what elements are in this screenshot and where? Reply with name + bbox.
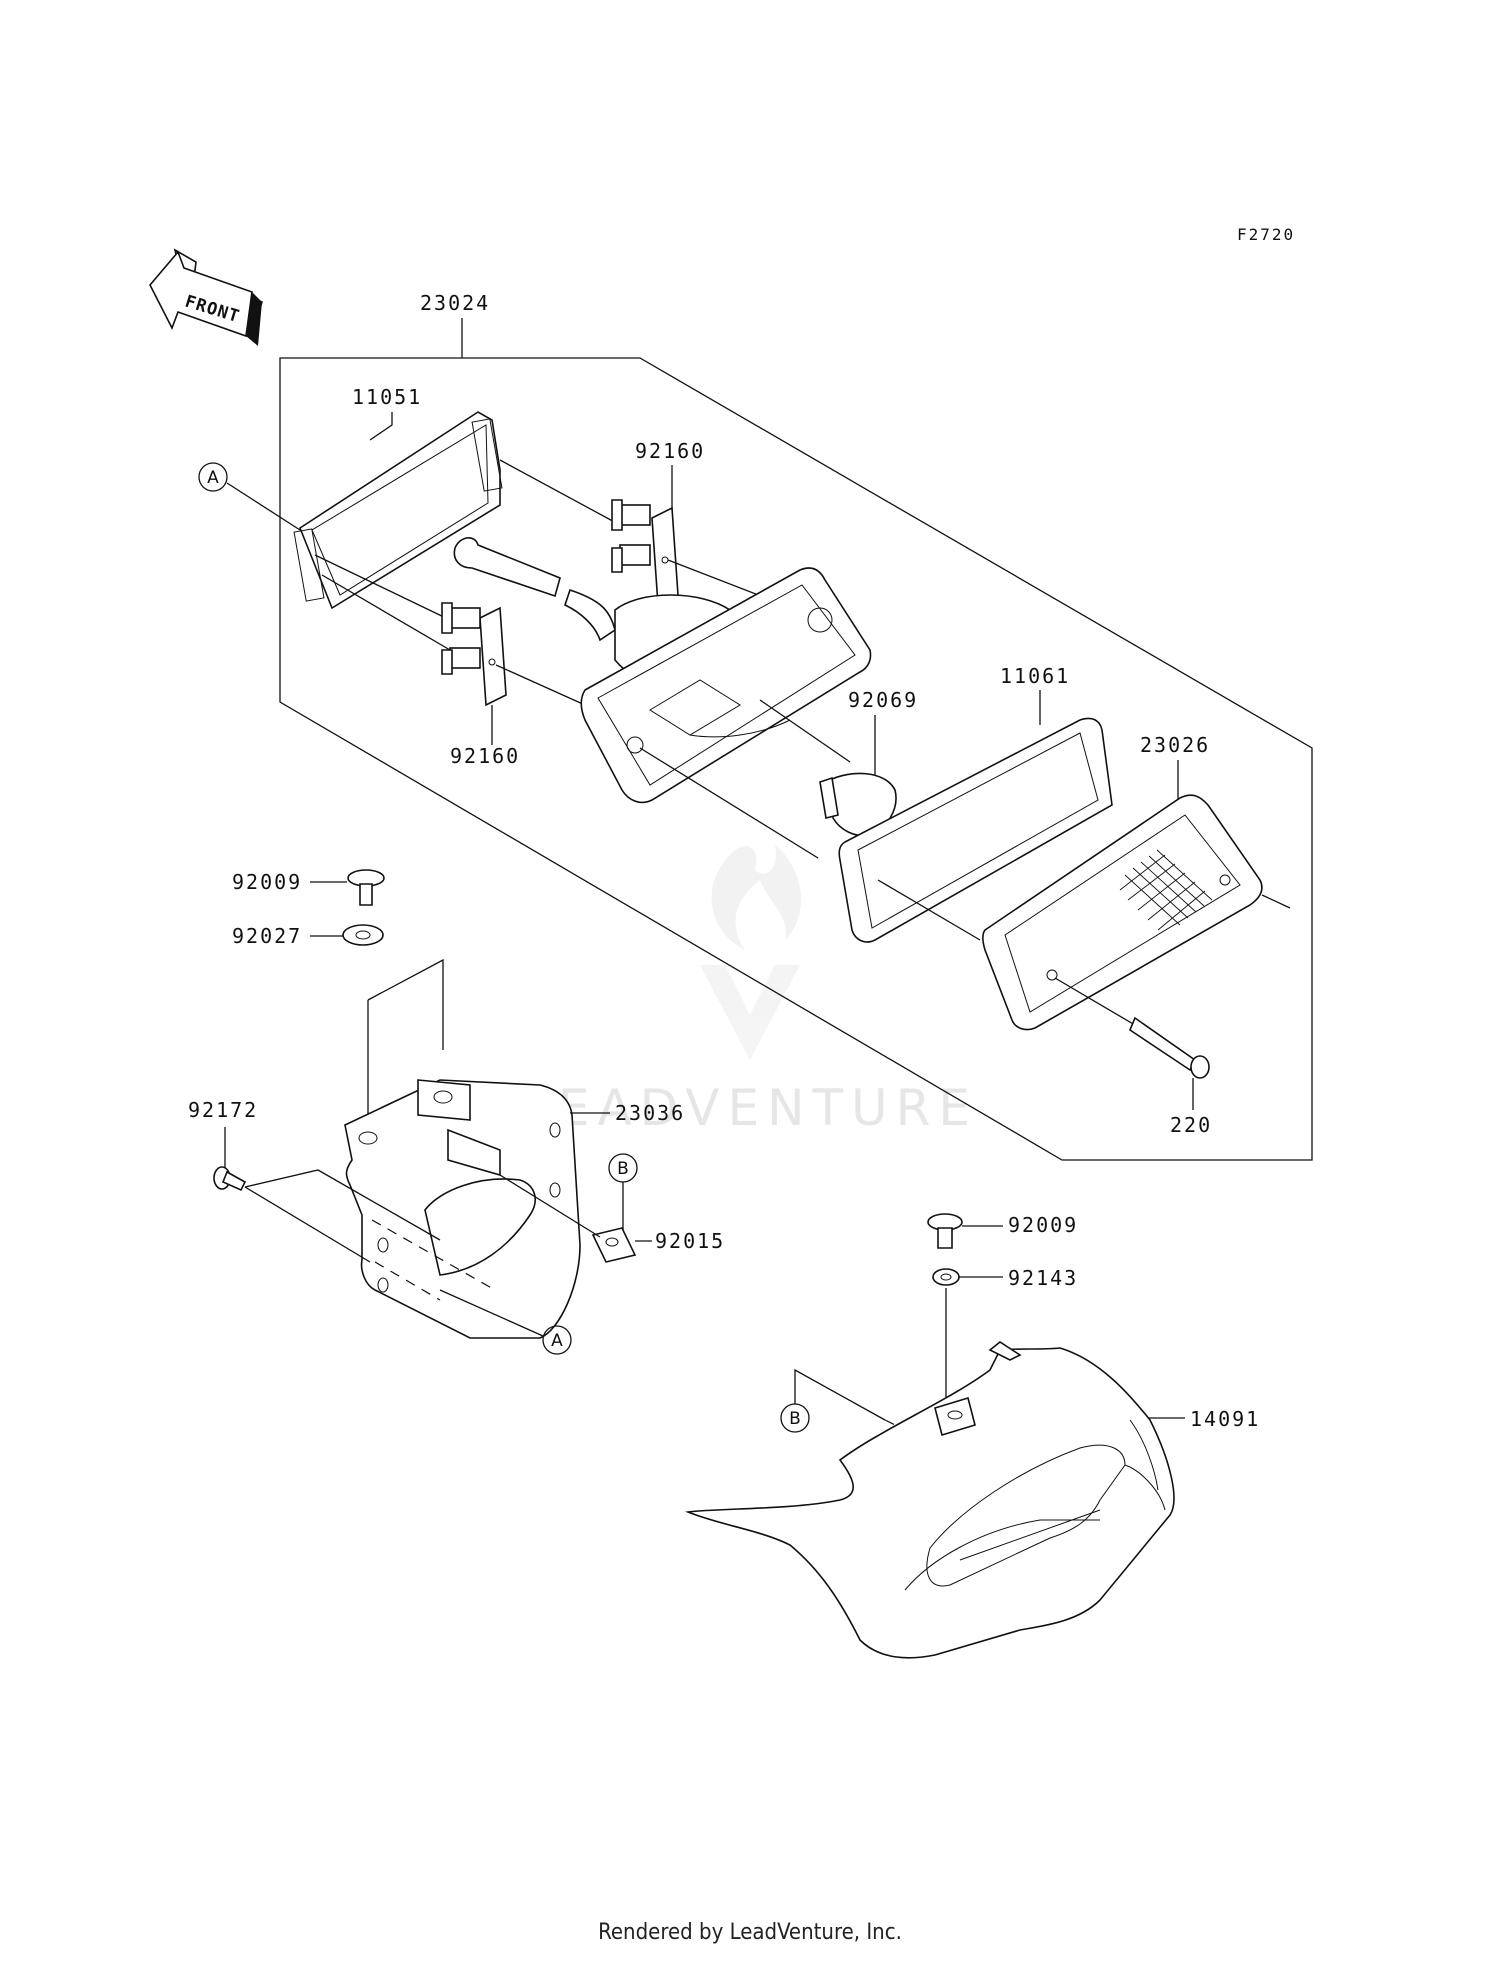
clip-92015 [591,1227,637,1263]
label-92172: 92172 [188,1098,258,1122]
label-11051: 11051 [352,385,422,409]
connector-92160-upper [611,499,679,607]
label-23036: 23036 [615,1101,685,1125]
label-11061: 11061 [1000,664,1070,688]
label-92160-upper: 92160 [635,439,705,463]
watermark-text: LEADVENTURE [522,1079,978,1137]
label-92027: 92027 [232,924,302,948]
washer-92143 [932,1268,960,1286]
footer-credit: Rendered by LeadVenture, Inc. [598,1920,902,1945]
lens-23026 [981,794,1263,1031]
figure-code: F2720 [1237,225,1295,244]
cover-14091 [684,1341,1175,1659]
callout-b-bottom-text: B [789,1409,801,1429]
callout-b-top-text: B [617,1159,629,1179]
assembly-boundary [279,357,1313,1161]
gasket-plate-11051 [293,411,503,610]
callout-a-bottom [542,1325,572,1355]
callout-a-top-text: A [207,468,219,488]
lens-gasket-11061 [838,717,1113,943]
label-92015: 92015 [655,1229,725,1253]
front-arrow: FRONT [149,248,264,346]
bulb-92069 [819,772,897,837]
label-14091: 14091 [1190,1407,1260,1431]
screw-92172 [213,1166,247,1192]
screw-92009-right [927,1213,963,1249]
lamp-housing [580,567,872,804]
label-92160-lower: 92160 [450,744,520,768]
label-92009-right: 92009 [1008,1213,1078,1237]
label-92143: 92143 [1008,1266,1078,1290]
callout-a-bottom-text: A [551,1331,563,1351]
watermark-logo [700,845,802,1060]
label-220: 220 [1170,1113,1212,1137]
screw-92009-left [347,869,385,906]
lens-reflector-grid [1119,849,1213,931]
washer-92027 [342,924,384,946]
bracket-23036 [344,1079,581,1339]
screw-220 [1054,977,1210,1079]
callout-a-top [198,462,228,492]
label-92009-left: 92009 [232,870,302,894]
label-92069: 92069 [848,688,918,712]
label-23026: 23026 [1140,733,1210,757]
connector-92160-lower [441,602,507,707]
label-23024: 23024 [420,291,490,315]
